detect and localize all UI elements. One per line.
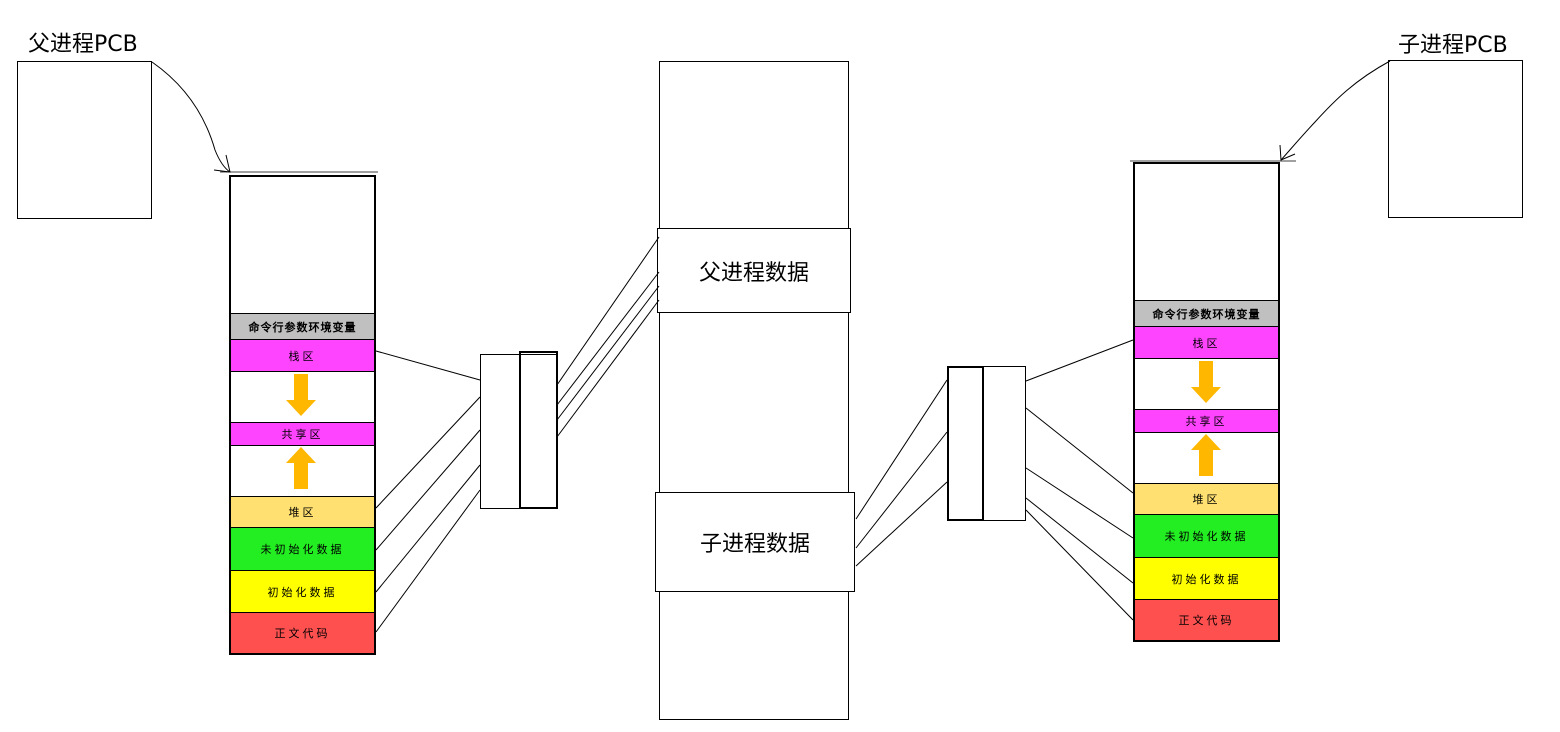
- child-pcb-box: [1388, 60, 1523, 218]
- parent-page-table: [480, 354, 557, 509]
- child-page-table-column: [947, 366, 984, 521]
- child-heap-segment: 堆区: [1135, 483, 1278, 514]
- parent-shared-segment: 共享区: [231, 422, 374, 445]
- child-pcb-label: 子进程PCB: [1398, 33, 1508, 58]
- child-stack-segment: 栈区: [1135, 326, 1278, 358]
- parent-stack-segment: 栈区: [231, 339, 374, 371]
- child-bss-segment: 未初始化数据: [1135, 514, 1278, 557]
- child-address-space: 命令行参数环境变量 栈区 共享区 堆区 未初始化数据 初始化数据 正文代码: [1133, 162, 1280, 642]
- physical-memory: [659, 61, 849, 720]
- parent-heap-segment: 堆区: [231, 496, 374, 527]
- child-data-segment: 初始化数据: [1135, 557, 1278, 599]
- parent-stack-down-arrow-icon: [286, 374, 316, 416]
- child-stack-down-arrow-icon: [1191, 361, 1221, 403]
- child-data-region: 子进程数据: [655, 492, 855, 592]
- child-page-table: [947, 366, 1026, 521]
- parent-data-segment: 初始化数据: [231, 570, 374, 612]
- child-heap-up-arrow-icon: [1191, 434, 1221, 476]
- parent-pcb-label: 父进程PCB: [28, 32, 138, 57]
- parent-args-env-segment: 命令行参数环境变量: [231, 313, 374, 339]
- parent-bss-segment: 未初始化数据: [231, 527, 374, 570]
- parent-heap-up-arrow-icon: [286, 447, 316, 489]
- child-text-segment: 正文代码: [1135, 599, 1278, 640]
- parent-text-segment: 正文代码: [231, 612, 374, 653]
- child-args-env-segment: 命令行参数环境变量: [1135, 300, 1278, 326]
- parent-pcb-box: [17, 61, 152, 219]
- parent-page-table-column: [519, 351, 558, 509]
- child-shared-segment: 共享区: [1135, 409, 1278, 432]
- parent-data-region: 父进程数据: [657, 228, 851, 313]
